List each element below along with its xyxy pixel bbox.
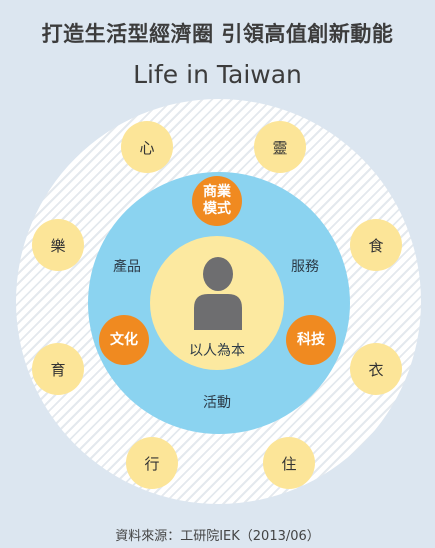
services-label: 服務 <box>291 259 319 275</box>
business-model-node: 商業 模式 <box>192 176 242 226</box>
source-note: 資料來源：工研院IEK（2013/06） <box>115 529 320 544</box>
outer-item-education: 育 <box>32 343 84 395</box>
technology-node: 科技 <box>286 315 336 365</box>
diagram-subtitle: Life in Taiwan <box>133 60 302 89</box>
products-label: 產品 <box>113 259 141 275</box>
outer-item-leisure: 樂 <box>32 219 84 271</box>
person-icon <box>194 257 242 330</box>
outer-item-clothing: 衣 <box>350 343 402 395</box>
culture-node: 文化 <box>99 315 149 365</box>
outer-item-heart: 心 <box>121 121 173 173</box>
outer-item-food: 食 <box>350 219 402 271</box>
diagram-title: 打造生活型經濟圈 引領高值創新動能 <box>41 22 394 46</box>
activities-label: 活動 <box>203 395 231 411</box>
outer-item-spirit: 靈 <box>254 121 306 173</box>
people-oriented-label: 以人為本 <box>189 343 245 359</box>
outer-item-housing: 住 <box>263 437 315 489</box>
outer-item-transport: 行 <box>126 437 178 489</box>
